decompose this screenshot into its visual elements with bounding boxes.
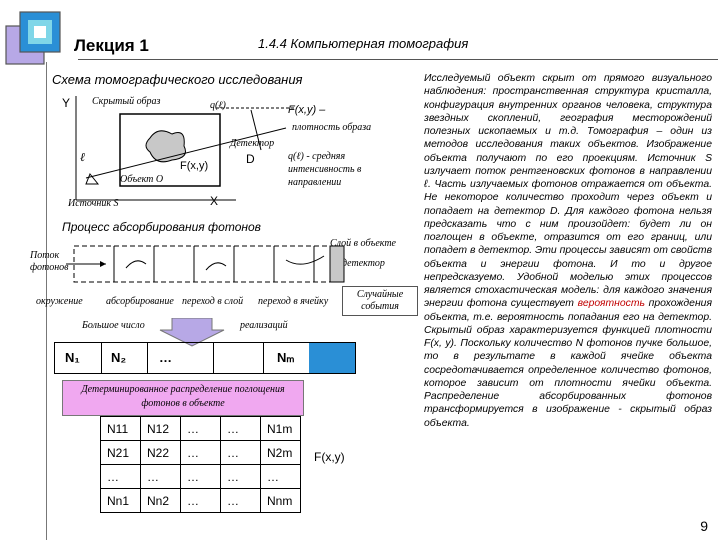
matrix-fxy-label: F(x,y) [314,450,345,464]
matrix-cell: Nn2 [140,488,181,513]
stage-surround: окружение [36,296,83,307]
stage-to-cell: переход в ячейку [258,296,329,307]
detector-label: Детектор [230,138,275,149]
realizations-label: реализаций [240,320,288,331]
hidden-image-label: Скрытый образ [92,96,161,107]
section-subtitle: 1.4.4 Компьютерная томография [258,36,469,51]
Fxy-inner-label: F(x,y) [180,160,209,172]
scheme-title: Схема томографического исследования [52,72,303,87]
axis-y-label: Y [62,96,71,110]
header-divider [78,59,718,60]
count-n2: N₂ [111,350,127,365]
matrix-cell: … [220,464,261,489]
down-arrow [159,318,225,347]
counts-row: N₁ N₂ … Nₘ [54,342,356,374]
detector-small-label: детектор [342,258,385,269]
count-n1: N₁ [65,350,80,365]
matrix-cell: N12 [140,416,181,441]
flux-label: Поток фотонов [30,250,69,273]
count-dots: … [159,350,172,365]
count-nm: Nₘ [277,350,295,365]
matrix-cell: … [140,464,181,489]
matrix-cell: … [180,416,221,441]
matrix-cell: … [100,464,141,489]
matrix-cell: … [220,440,261,465]
page-number: 9 [700,518,708,534]
body-text: Исследуемый объект скрыт от прямого визу… [424,72,712,430]
matrix-cell: … [260,464,301,489]
stage-absorb: абсорбирование [106,296,174,307]
matrix-cell: N1m [260,416,301,441]
axis-x-label: X [210,194,219,208]
many-label: Большое число [82,320,145,331]
body-text-part-1: Исследуемый объект скрыт от прямого визу… [424,73,712,310]
matrix-cell: … [220,416,261,441]
cube-logo [5,11,61,65]
matrix-cell: … [180,440,221,465]
body-text-part-2: прохождения объекта, т.е. вероятность по… [424,298,713,429]
deterministic-box: Детерминированное распределение поглощен… [62,380,304,416]
object-label: Объект O [120,174,164,185]
matrix-cell: … [180,488,221,513]
matrix-cell: N2m [260,440,301,465]
matrix-cell: Nnm [260,488,301,513]
matrix-cell: N22 [140,440,181,465]
F-desc: плотность образа [292,122,372,133]
page-title: Лекция 1 [74,36,149,55]
q-desc: q(ℓ) - средняя интенсивность в направлен… [288,151,362,188]
F-label: F(x,y) – [288,104,326,116]
absorption-title: Процесс абсорбирования фотонов [62,220,261,234]
matrix-cell: … [180,464,221,489]
highlight-probability: вероятность [577,298,645,310]
layer-label: Слой в объекте [330,238,396,249]
tomography-scheme-diagram [75,96,296,201]
stage-to-layer: переход в слой [182,296,244,307]
matrix-cell: Nn1 [100,488,141,513]
matrix-cell: N11 [100,416,141,441]
left-divider [46,62,47,540]
l-label: ℓ [80,150,85,164]
q-label: q(ℓ) [210,100,226,111]
absorption-strip-diagram [66,245,345,283]
D-label: D [246,152,255,166]
count-matrix: N11 N12 … … N1m N21 N22 … … N2m … … … … … [100,416,301,513]
matrix-cell: N21 [100,440,141,465]
source-label: Источник S [68,198,119,209]
random-events-box: Случайные события [342,286,418,316]
matrix-cell: … [220,488,261,513]
